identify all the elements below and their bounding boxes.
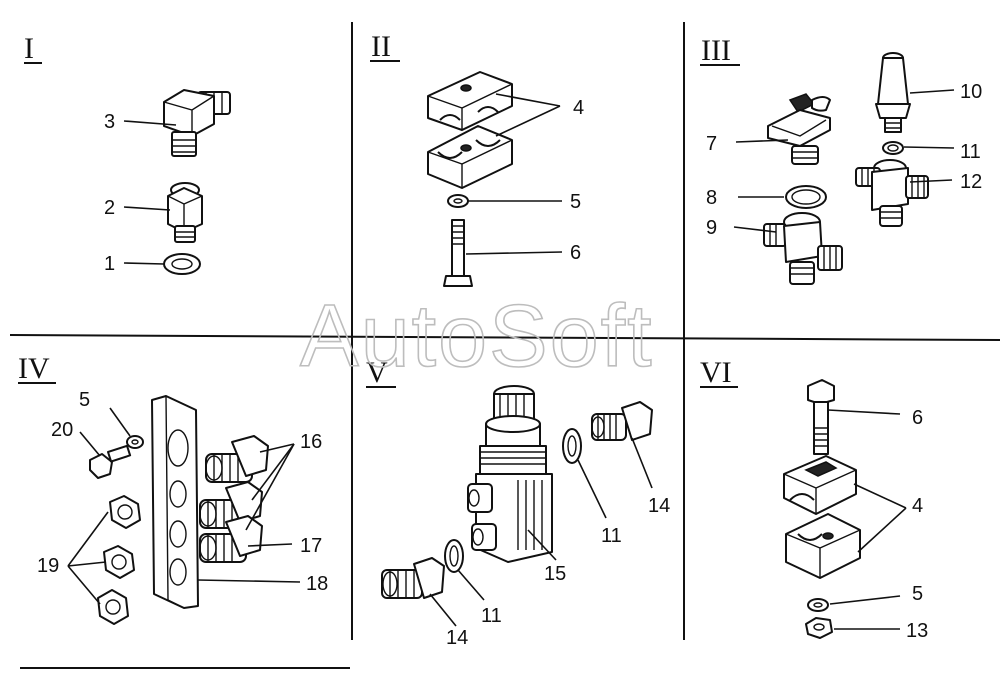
callout-18: 18: [306, 573, 328, 595]
washer: [882, 141, 904, 155]
callout-11: 11: [960, 141, 981, 163]
washer: [562, 428, 582, 464]
section-label-6: VI: [700, 356, 732, 389]
bolt: [89, 444, 132, 479]
section-6-parts: 6 4 5 13: [783, 379, 928, 642]
union-nut: [167, 182, 203, 243]
callout-14: 14: [446, 627, 468, 649]
callout-14: 14: [648, 495, 670, 517]
tee-fitting-lower: [763, 212, 843, 285]
tee-fitting-upper: [855, 159, 929, 227]
washer: [126, 435, 144, 449]
callout-5: 5: [912, 583, 923, 605]
callout-2: 2: [104, 197, 115, 219]
callout-11: 11: [601, 525, 622, 547]
section-label-5: V: [366, 356, 388, 389]
section-label-3: III: [701, 34, 731, 67]
clamp-lower: [785, 513, 861, 579]
callout-4: 4: [912, 495, 923, 517]
bolt: [807, 379, 835, 455]
callout-5: 5: [570, 191, 581, 213]
callout-9: 9: [706, 217, 717, 239]
callout-12: 12: [960, 171, 982, 193]
section-4-parts: 5 20 16 17 19 18: [37, 389, 328, 625]
nut: [805, 617, 833, 639]
washer: [807, 598, 829, 612]
washer: [447, 194, 469, 208]
section-label-2: II: [371, 30, 391, 63]
callout-6: 6: [570, 242, 581, 264]
section-labels: I II III IV V VI: [18, 30, 740, 389]
callout-13: 13: [906, 620, 928, 642]
callout-7: 7: [706, 133, 717, 155]
section-2-parts: 4 5 6: [427, 71, 584, 287]
elbow-fitting: [163, 89, 231, 157]
grid-lines: [9, 22, 1000, 669]
callout-11: 11: [481, 605, 502, 627]
watermark: AutoSoft: [300, 286, 654, 385]
clamp-upper: [427, 71, 513, 131]
valve-body: [467, 385, 553, 563]
callout-6: 6: [912, 407, 923, 429]
fitting-upper: [591, 401, 653, 441]
section-5-parts: 14 11 15 11 14: [381, 385, 670, 649]
washer: [163, 253, 201, 275]
fitting-lower: [381, 557, 445, 599]
section-3-parts: 10 7 11 8 12 9: [706, 52, 982, 285]
callout-1: 1: [104, 253, 115, 275]
callout-3: 3: [104, 111, 115, 133]
callout-19: 19: [37, 555, 59, 577]
callout-8: 8: [706, 187, 717, 209]
callout-5: 5: [79, 389, 90, 411]
clamp-upper: [783, 455, 857, 515]
callout-17: 17: [300, 535, 322, 557]
washer: [444, 539, 464, 573]
callout-10: 10: [960, 81, 982, 103]
cap: [875, 52, 911, 133]
section-1-parts: 3 2 1: [104, 89, 231, 275]
callout-15: 15: [544, 563, 566, 585]
callout-4: 4: [573, 97, 584, 119]
bolt: [443, 219, 473, 287]
callout-16: 16: [300, 431, 322, 453]
mounting-plate: [151, 395, 199, 609]
section-label-1: I: [24, 32, 34, 65]
section-label-4: IV: [18, 352, 50, 385]
fittings-16: [199, 435, 269, 529]
callout-20: 20: [51, 419, 73, 441]
clamp-lower: [427, 125, 513, 189]
drain-valve: [767, 93, 831, 165]
nuts: [97, 495, 141, 625]
